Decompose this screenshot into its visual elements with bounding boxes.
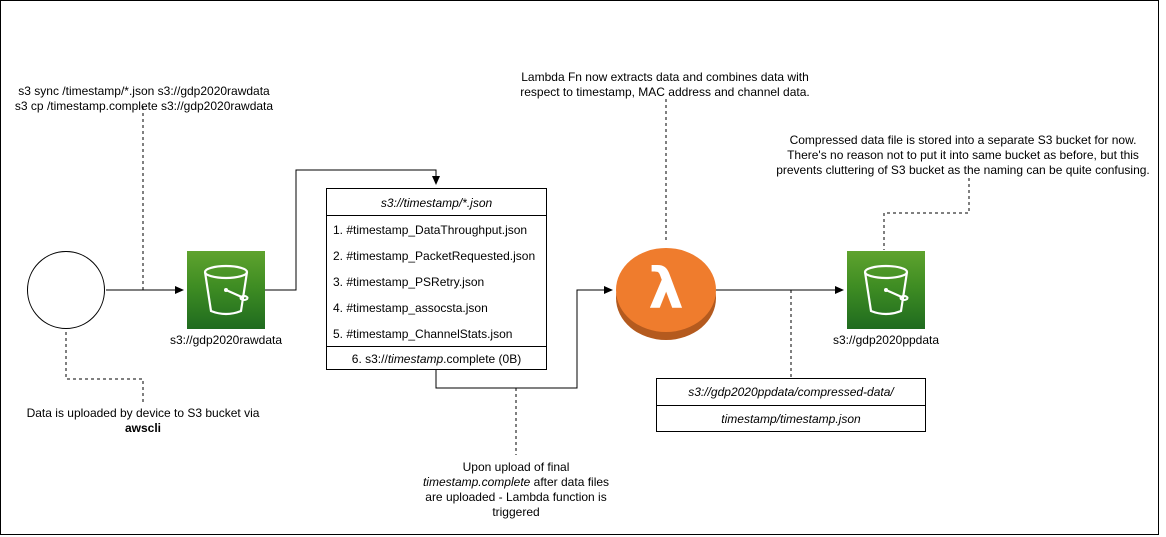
note-line: Compressed data file is stored into a se… [789, 133, 1137, 147]
note-line: There's no reason not to put it into sam… [787, 148, 1139, 162]
pp-bucket-label: s3://gdp2020ppdata [832, 333, 940, 347]
note-text: after data files [530, 475, 610, 489]
note-line: Data is uploaded by device to S3 bucket … [26, 406, 260, 420]
note-line: s3 cp /timestamp.complete s3://gdp2020ra… [14, 99, 274, 113]
json-file-item: 3. #timestamp_PSRetry.json [333, 275, 485, 289]
json-file-item: 1. #timestamp_DataThroughput.json [333, 223, 528, 237]
device-circle [27, 251, 105, 329]
complete-file-item: 6. s3://timestamp.complete (0B) [327, 352, 546, 366]
note-italic: timestamp.complete [422, 475, 531, 489]
note-line: respect to timestamp, MAC address and ch… [520, 85, 810, 99]
pp-path-box: s3://gdp2020ppdata/compressed-data/ time… [656, 378, 926, 432]
arrow-json-box-to-lambda [435, 286, 613, 389]
lambda-note: Lambda Fn now extracts data and combines… [500, 70, 830, 100]
note-line: timestamp.complete after data files [400, 475, 632, 490]
raw-bucket-icon [187, 251, 265, 329]
complete-prefix: 6. s3:// [351, 352, 388, 366]
note-line: Upon upload of final [462, 460, 570, 474]
complete-italic: timestamp [387, 352, 444, 366]
note-line: triggered [492, 505, 540, 519]
trigger-note: Upon upload of final timestamp.complete … [400, 460, 632, 520]
pp-box-row: timestamp/timestamp.json [721, 412, 861, 426]
arrow-raw-bucket-to-json-box [265, 169, 440, 291]
note-line: s3 sync /timestamp/*.json s3://gdp2020ra… [18, 84, 270, 98]
pp-bucket-icon [847, 251, 925, 329]
complete-suffix: .complete (0B) [443, 352, 522, 366]
note-line: Lambda Fn now extracts data and combines… [521, 70, 809, 84]
lambda-symbol: λ [648, 257, 683, 322]
json-file-item: 4. #timestamp_assocsta.json [333, 301, 488, 315]
divider [327, 346, 546, 347]
dashed-compressed-note [883, 178, 970, 250]
note-line-bold: awscli [124, 421, 162, 435]
note-line: are uploaded - Lambda function is [425, 490, 607, 504]
upload-note: Data is uploaded by device to S3 bucket … [10, 406, 276, 436]
sync-command-note: s3 sync /timestamp/*.json s3://gdp2020ra… [4, 84, 284, 114]
pp-box-header: s3://gdp2020ppdata/compressed-data/ [688, 385, 894, 399]
lambda-icon: λ [614, 242, 718, 342]
json-files-box: s3://timestamp/*.json 1. #timestamp_Data… [326, 188, 547, 370]
json-box-header: s3://timestamp/*.json [380, 196, 493, 210]
compressed-note: Compressed data file is stored into a se… [770, 133, 1156, 178]
note-line: prevents cluttering of S3 bucket as the … [776, 163, 1150, 177]
json-file-item: 2. #timestamp_PacketRequested.json [333, 249, 536, 263]
divider [327, 215, 546, 216]
divider [657, 405, 925, 406]
dashed-upload-note [65, 332, 144, 403]
raw-bucket-label: s3://gdp2020rawdata [169, 333, 283, 347]
json-file-item: 5. #timestamp_ChannelStats.json [333, 327, 513, 341]
